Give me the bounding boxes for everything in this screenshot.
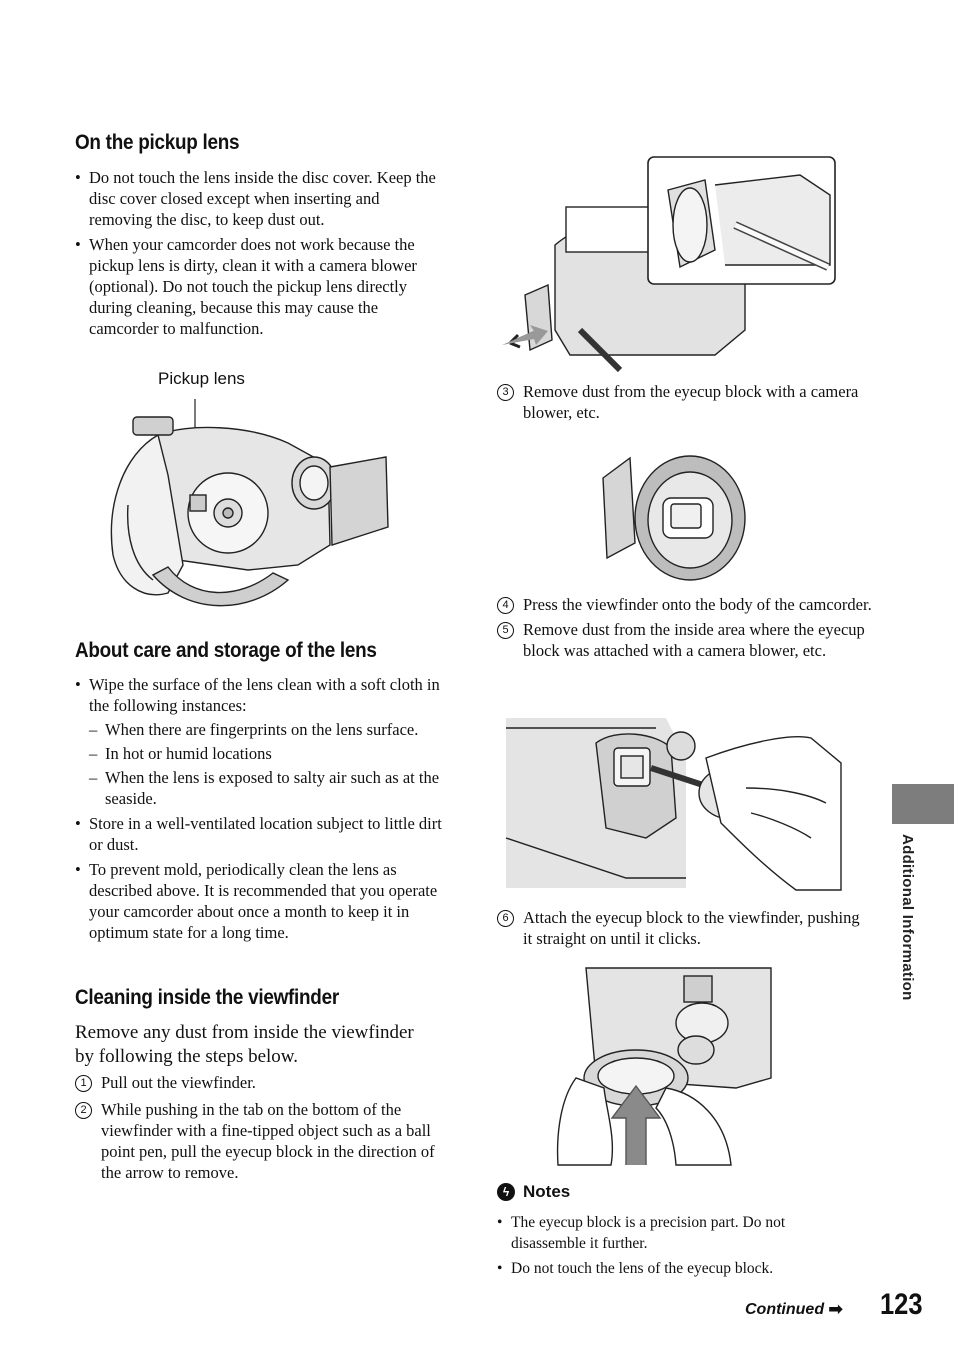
list-item: Wipe the surface of the lens clean with … [75,674,445,809]
step-3: 3 Remove dust from the eyecup block with… [497,381,872,423]
step-number: 4 [497,597,514,614]
heading-pickup-lens: On the pickup lens [75,131,240,154]
step-number: 5 [497,622,514,639]
dash-item: In hot or humid locations [89,743,445,764]
dash-item: When the lens is exposed to salty air su… [89,767,445,809]
notes-header: ϟ Notes [497,1182,570,1202]
viewfinder-intro: Remove any dust from inside the viewfind… [75,1022,414,1067]
list-item: When your camcorder does not work becaus… [75,234,445,339]
dash-item: When there are fingerprints on the lens … [89,719,445,740]
notes-list: The eyecup block is a precision part. Do… [497,1212,862,1283]
step-text: Pull out the viewfinder. [101,1073,256,1092]
step-item: 3 Remove dust from the eyecup block with… [497,381,872,423]
step-text: While pushing in the tab on the bottom o… [101,1100,435,1182]
step-text: Attach the eyecup block to the viewfinde… [523,908,860,948]
notes-title: Notes [523,1182,571,1201]
eyecup-attach-illustration [556,967,772,1166]
arrow-right-icon: ➡ [828,1299,844,1319]
list-item: Do not touch the lens inside the disc co… [75,167,445,230]
heading-lens-care: About care and storage of the lens [75,639,377,662]
step-text: Remove dust from the inside area where t… [523,620,865,660]
camcorder-disc-cover-illustration [110,399,389,607]
step-item: 1 Pull out the viewfinder. [75,1072,440,1093]
list-item: To prevent mold, periodically clean the … [75,859,445,943]
step-text: Remove dust from the eyecup block with a… [523,382,859,422]
step-number: 6 [497,910,514,927]
step-text: Press the viewfinder onto the body of th… [523,595,872,614]
list-item: The eyecup block is a precision part. Do… [497,1212,862,1254]
section-tab [892,784,954,824]
heading-viewfinder-cleaning: Cleaning inside the viewfinder [75,986,339,1009]
viewfinder-steps-left: 1 Pull out the viewfinder. 2 While pushi… [75,1072,440,1183]
continued-label: Continued [745,1300,825,1318]
pickup-lens-bullets: Do not touch the lens inside the disc co… [75,167,445,343]
list-item-text: Wipe the surface of the lens clean with … [89,675,440,715]
step-item: 6 Attach the eyecup block to the viewfin… [497,907,872,949]
step-item: 2 While pushing in the tab on the bottom… [75,1099,440,1183]
step-item: 5 Remove dust from the inside area where… [497,619,872,661]
step-number: 1 [75,1075,92,1092]
step-item: 4 Press the viewfinder onto the body of … [497,594,872,615]
eyecup-block-illustration [602,455,746,581]
continued-indicator: Continued ➡ [745,1299,843,1320]
notes-icon: ϟ [497,1183,515,1201]
lens-care-bullets: Wipe the surface of the lens clean with … [75,674,445,947]
sidebar-section-label: Additional Information [899,834,916,1001]
pickup-lens-label: Pickup lens [158,369,245,388]
blower-cleaning-illustration [505,718,842,891]
step-6: 6 Attach the eyecup block to the viewfin… [497,907,872,949]
lens-care-dash-list: When there are fingerprints on the lens … [89,719,445,809]
list-item: Store in a well-ventilated location subj… [75,813,445,855]
list-item: Do not touch the lens of the eyecup bloc… [497,1258,862,1279]
page-number: 123 [880,1288,923,1321]
eyecup-removal-illustration [502,156,836,373]
step-number: 2 [75,1102,92,1119]
steps-4-5: 4 Press the viewfinder onto the body of … [497,594,872,661]
step-number: 3 [497,384,514,401]
